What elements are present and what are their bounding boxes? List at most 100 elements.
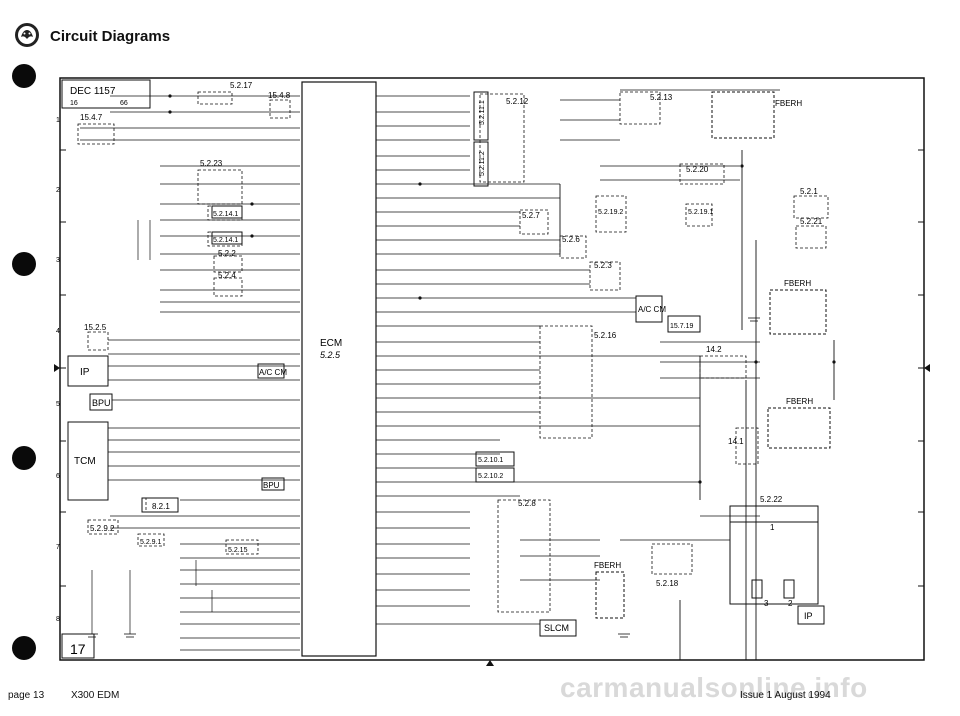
- ref-label: 5.2.1: [800, 187, 818, 196]
- acm-label: A/C CM: [259, 368, 287, 377]
- ref-label: 14.2: [706, 345, 722, 354]
- ip-module: [67, 355, 109, 387]
- drawing-stamp: [61, 79, 151, 109]
- ref-label: 15.7.19: [670, 323, 693, 330]
- row-marker: 1: [56, 117, 60, 124]
- acm-module-2: [635, 295, 663, 323]
- ref-label: 5.2.11.1: [479, 100, 486, 125]
- fberh-label: FBERH: [775, 99, 802, 108]
- row-marker: 3: [56, 257, 60, 264]
- relay-block: [473, 91, 489, 141]
- ref-label: 14.1: [728, 437, 744, 446]
- relay-block: [729, 521, 819, 605]
- ref-label: 5.2.18: [656, 579, 679, 588]
- row-ticks: [60, 149, 924, 587]
- fberh-label-3: FBERH: [786, 397, 813, 406]
- sheet-number: 17: [70, 641, 86, 657]
- punch-hole: [12, 252, 36, 276]
- component-box: [87, 331, 109, 351]
- ref-label: 5.2.9.1: [140, 539, 162, 546]
- wires-left: [80, 95, 300, 651]
- acm-label-2: A/C CM: [638, 305, 666, 314]
- ref-label: 8.2.1: [152, 502, 170, 511]
- ref-label: 5.2.13: [650, 93, 673, 102]
- wires-right: [376, 89, 780, 625]
- left-arrow-icon: [54, 364, 60, 372]
- component-box: [679, 163, 725, 185]
- row-marker: 5: [56, 401, 60, 408]
- ref-label: 5.2.11.2: [479, 151, 486, 176]
- ref-label: 15.4.8: [268, 91, 291, 100]
- ref-label: 5.2.17: [230, 81, 253, 90]
- page-number: page 13: [8, 690, 45, 701]
- ref-label: 5.2.12: [506, 97, 529, 106]
- ref-label: 5.2.19.1: [688, 209, 713, 216]
- component-box: [651, 543, 693, 575]
- relay-block: [473, 141, 489, 187]
- component-box: [539, 325, 593, 439]
- component-box: [619, 91, 661, 125]
- relay-block: [211, 205, 243, 219]
- ground-symbols: [86, 317, 760, 638]
- ref-label: 15.4.7: [80, 113, 103, 122]
- relay-block: [475, 451, 515, 467]
- stamp-line2-right: 66: [120, 100, 128, 107]
- ref-label: 5.2.4: [218, 271, 236, 280]
- ref-label: 5.2.10.1: [478, 457, 503, 464]
- tcm-module: [67, 421, 109, 501]
- ecm-block: [301, 81, 377, 657]
- ref-label: 5.2.14.1: [213, 211, 238, 218]
- component-box: [795, 225, 827, 249]
- component-box: [77, 123, 115, 145]
- row-marker: 8: [56, 616, 60, 623]
- component-box: [137, 533, 165, 547]
- bpu-module-2: [261, 477, 285, 491]
- stamp-line1: DEC 1157: [70, 86, 116, 97]
- component-box: [225, 539, 259, 555]
- ref-label: 5.2.3: [594, 261, 612, 270]
- sub-label: 1: [770, 523, 775, 532]
- ecm-label: ECM: [320, 338, 342, 349]
- relay-block: [475, 467, 515, 483]
- ref-label: 5.2.22: [760, 495, 783, 504]
- relay-block: [667, 315, 701, 333]
- bpu-label-2: BPU: [263, 481, 280, 490]
- row-marker: 7: [56, 544, 60, 551]
- ref-label: 15.2.5: [84, 323, 107, 332]
- row-marker: 4: [56, 328, 60, 335]
- component-box: [699, 355, 747, 379]
- watermark: carmanualsonline.info: [560, 672, 868, 703]
- ref-label: 5.2.8: [518, 499, 536, 508]
- reference-labels: 5.2.17 15.4.8 15.4.7 5.2.23 5.2.14.1 5.2…: [80, 81, 823, 608]
- ref-label: 5.2.2: [218, 249, 236, 258]
- issue-date: Issue 1 August 1994: [740, 690, 831, 701]
- component-box: [213, 255, 243, 273]
- slcm-module: [539, 619, 577, 637]
- bpu-module: [89, 393, 113, 411]
- ref-label: 5.2.7: [522, 211, 540, 220]
- tcm-label: TCM: [74, 456, 96, 467]
- component-box: [559, 235, 587, 259]
- component-box: [735, 427, 759, 465]
- fberh-label-4: FBERH: [594, 561, 621, 570]
- ref-label: 5.2.23: [200, 159, 223, 168]
- component-box: [793, 195, 829, 219]
- relay-block: [783, 579, 795, 599]
- stamp-line2-left: 16: [70, 100, 78, 107]
- component-box: [589, 261, 621, 291]
- component-box: [595, 195, 627, 233]
- right-arrow-icon: [924, 364, 930, 372]
- ip-label-2: IP: [804, 611, 813, 621]
- ecm-ref: 5.2.5: [320, 350, 341, 360]
- footer-left: page 13 X300 EDM: [8, 690, 143, 701]
- diagram-frame: [59, 77, 925, 661]
- relay-block: [141, 497, 179, 513]
- component-box: [519, 209, 549, 235]
- component-box: [87, 519, 119, 535]
- ref-label: 5.2.19.2: [598, 209, 623, 216]
- ref-label: 5.2.9.2: [90, 524, 115, 533]
- punch-hole: [12, 446, 36, 470]
- acm-module: [257, 363, 285, 379]
- fberh-box: [711, 91, 775, 139]
